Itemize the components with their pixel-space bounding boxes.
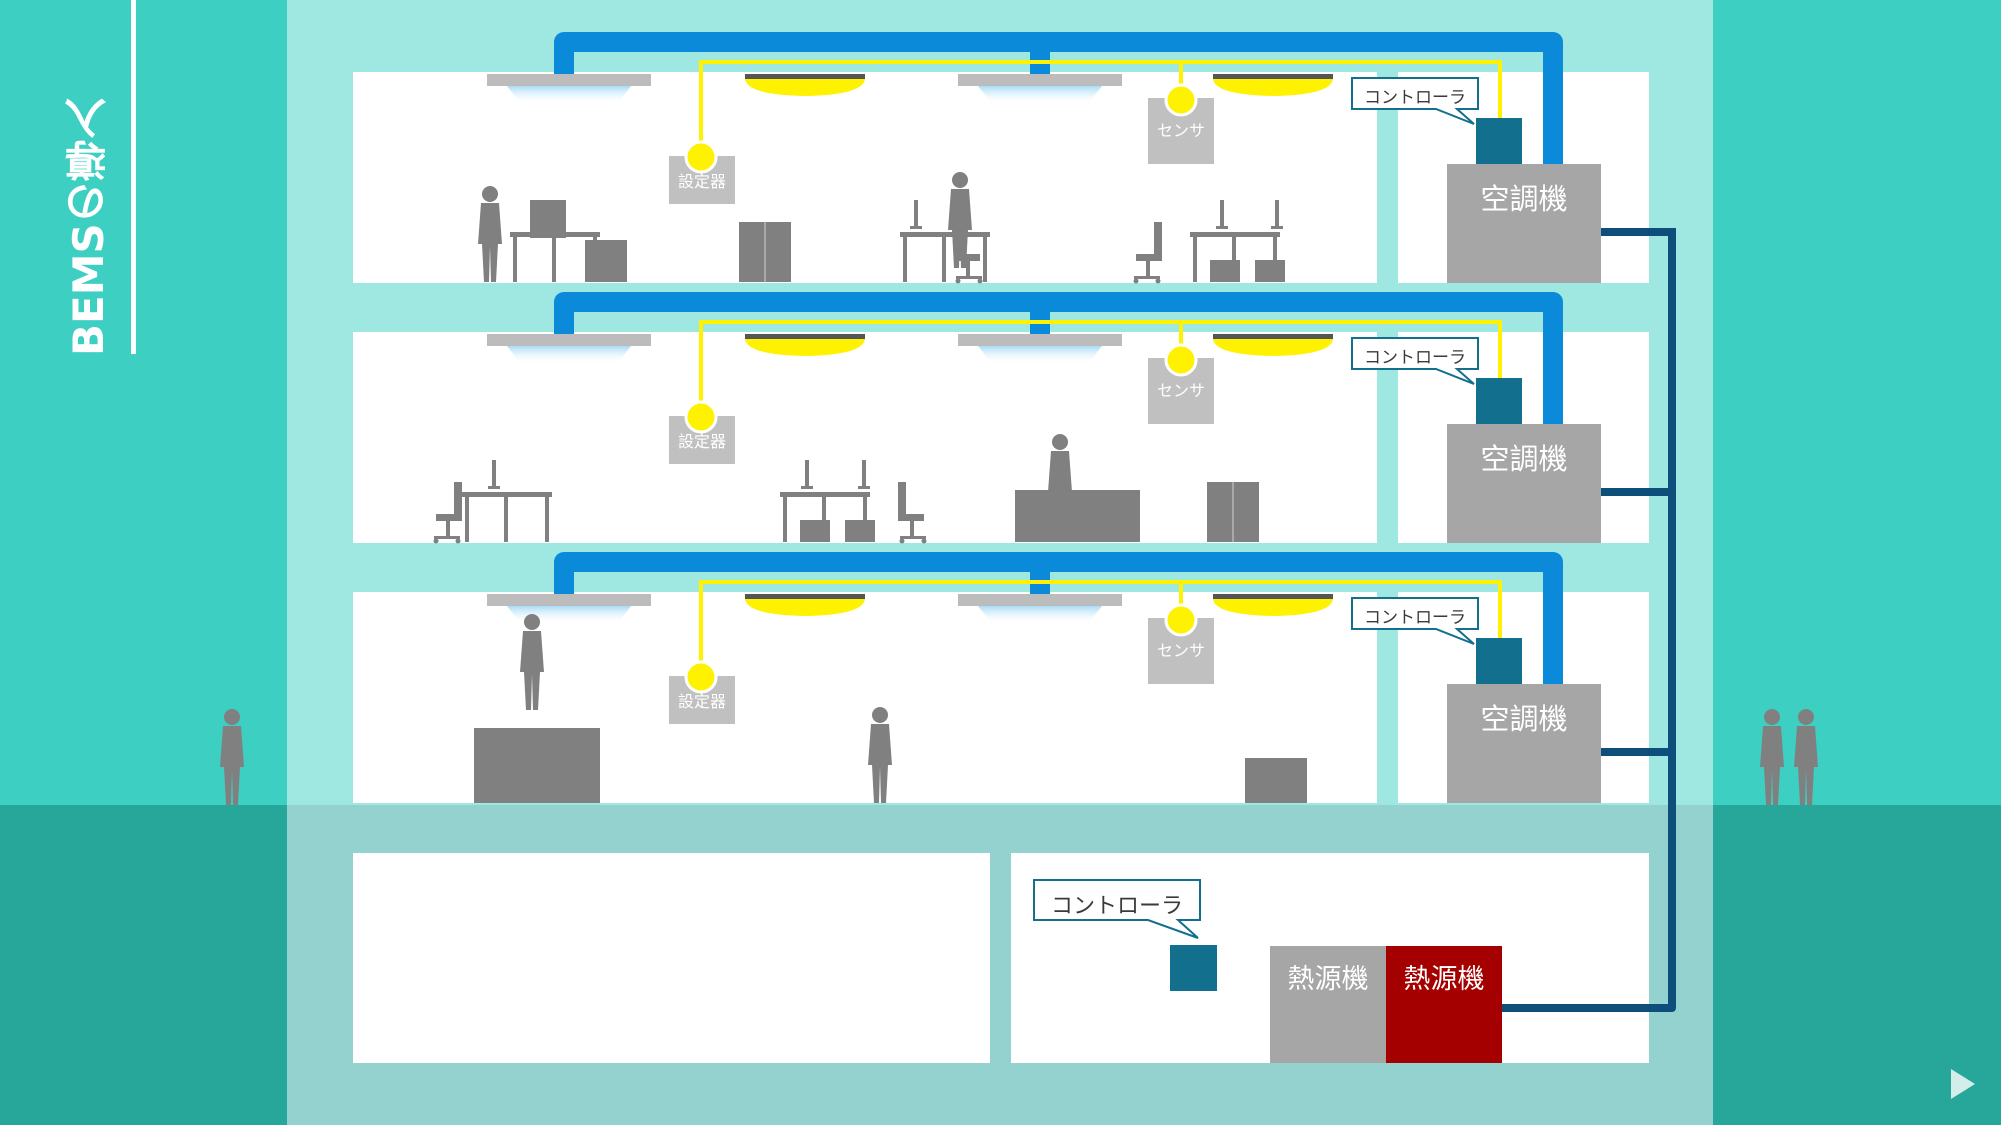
play-icon[interactable]	[1951, 1069, 1975, 1099]
air-vent-icon-left-3f	[487, 74, 651, 86]
signal-wire-1f	[699, 580, 1502, 678]
controller-callout-label-3f: コントローラ	[1364, 88, 1466, 108]
controller-callout-2f	[1351, 337, 1479, 385]
heat-source-gray	[1270, 946, 1386, 1063]
signal-wire-2f	[699, 320, 1502, 418]
controller-callout-1f	[1351, 597, 1479, 645]
basement-room-left	[353, 853, 990, 1063]
sensor-label-1f: センサ	[1156, 641, 1205, 660]
sensor-icon-2f	[1164, 343, 1198, 377]
ceiling-light-glow-0-1f	[745, 599, 865, 616]
sensor-label-2f: センサ	[1156, 381, 1205, 400]
setter-icon-2f	[684, 400, 718, 434]
person-silhouette-icon-outside-left	[220, 709, 244, 805]
desk-icon-2f-right	[1015, 490, 1140, 542]
ceiling-light-icon-1-1f	[1213, 594, 1333, 599]
controller-callout-label-1f: コントローラ	[1364, 608, 1466, 628]
ac-unit-label-2f: 空調機	[1480, 442, 1568, 476]
air-duct-3f	[554, 32, 1563, 170]
title-divider	[131, 0, 136, 354]
airflow-left-2f	[507, 346, 631, 364]
air-vent-icon-left-2f	[487, 334, 651, 346]
ceiling-light-icon-1-2f	[1213, 334, 1333, 339]
cabinet-icon-2f	[1207, 482, 1259, 542]
airflow-center-1f	[978, 606, 1102, 624]
person-silhouette-icon-outside-right-a	[1760, 709, 1784, 805]
controller-callout-3f	[1351, 77, 1479, 125]
air-duct-branch-2f	[1030, 302, 1050, 334]
ceiling-light-icon-0-1f	[745, 594, 865, 599]
controller-icon-basement	[1170, 945, 1217, 991]
airflow-left-3f	[507, 86, 631, 104]
sensor-icon-3f	[1164, 83, 1198, 117]
airflow-center-3f	[978, 86, 1102, 104]
air-duct-branch-3f	[1030, 42, 1050, 74]
office-chair-back-3f	[530, 200, 566, 238]
ceiling-light-icon-0-3f	[745, 74, 865, 79]
riser-pipe	[1500, 228, 1676, 1012]
drawer-2f-center-b	[845, 520, 875, 542]
ac-unit-label-3f: 空調機	[1480, 182, 1568, 216]
heat-source-label-red: 熱源機	[1403, 964, 1485, 995]
controller-callout-label-2f: コントローラ	[1364, 348, 1466, 368]
ceiling-light-glow-1-2f	[1213, 339, 1333, 356]
person-silhouette-icon-outside-right-b	[1794, 709, 1818, 805]
airflow-center-2f	[978, 346, 1102, 364]
drawer-2f-center-a	[800, 520, 830, 542]
ceiling-light-icon-1-3f	[1213, 74, 1333, 79]
cabinet-icon-3f	[739, 222, 791, 282]
drawer-3f-right-a	[1210, 260, 1240, 282]
setter-icon-3f	[684, 140, 718, 174]
heat-source-label-gray: 熱源機	[1287, 964, 1369, 995]
office-room-3f	[353, 72, 1377, 283]
signal-wire-3f	[699, 60, 1502, 158]
air-duct-1f	[554, 552, 1563, 690]
drawer-3f-right-b	[1255, 260, 1285, 282]
controller-callout-basement	[1033, 879, 1201, 939]
controller-icon-2f	[1476, 378, 1522, 424]
air-vent-icon-center-1f	[958, 594, 1122, 606]
ceiling-light-icon-0-2f	[745, 334, 865, 339]
setter-icon-1f	[684, 660, 718, 694]
air-vent-icon-center-3f	[958, 74, 1122, 86]
ceiling-light-glow-0-3f	[745, 79, 865, 96]
air-duct-branch-1f	[1030, 562, 1050, 594]
heat-source-red	[1386, 946, 1502, 1063]
ceiling-light-glow-1-1f	[1213, 599, 1333, 616]
armchair-icon-1f	[1245, 758, 1307, 803]
ac-unit-1f	[1447, 684, 1601, 803]
page-title: BEMSの導入	[64, 97, 113, 356]
setter-label-2f: 設定器	[677, 432, 726, 451]
ac-unit-label-1f: 空調機	[1480, 702, 1568, 736]
sensor-label-3f: センサ	[1156, 121, 1205, 140]
controller-icon-3f	[1476, 118, 1522, 164]
air-vent-icon-center-2f	[958, 334, 1122, 346]
controller-callout-label-basement: コントローラ	[1050, 894, 1183, 919]
ac-unit-3f	[1447, 164, 1601, 283]
sensor-icon-1f	[1164, 603, 1198, 637]
setter-label-3f: 設定器	[677, 172, 726, 191]
ac-unit-2f	[1447, 424, 1601, 543]
air-duct-2f	[554, 292, 1563, 430]
setter-label-1f: 設定器	[677, 692, 726, 711]
controller-icon-1f	[1476, 638, 1522, 684]
drawer-3f-left	[585, 240, 627, 282]
air-vent-icon-left-1f	[487, 594, 651, 606]
ceiling-light-glow-0-2f	[745, 339, 865, 356]
ceiling-light-glow-1-3f	[1213, 79, 1333, 96]
pipe-stub-2f	[1601, 488, 1676, 496]
reception-counter-1f	[474, 728, 600, 803]
pipe-stub-1f	[1601, 748, 1676, 756]
